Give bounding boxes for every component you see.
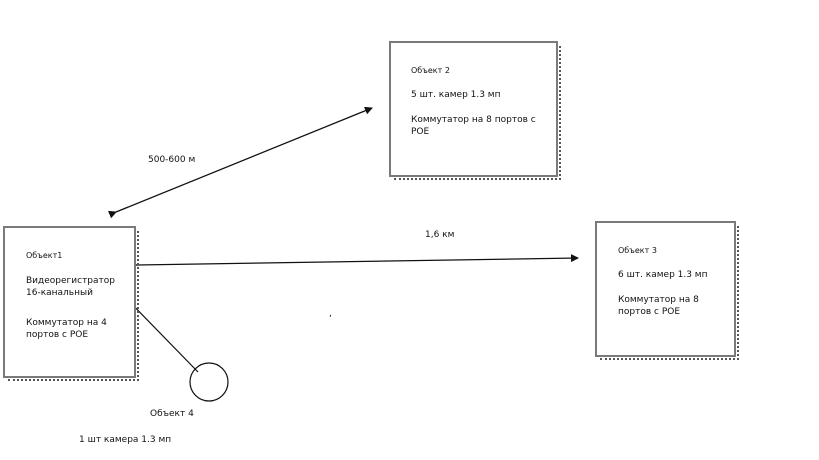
object-4-cameras: 1 шт камера 1.3 мп: [79, 435, 172, 445]
object-2-box: Объект 2 5 шт. камер 1.3 мп Коммутатор н…: [389, 41, 561, 180]
link-arrow-obj1-obj3: [129, 254, 579, 270]
object-3-switch: Коммутатор на 8 портов с РОЕ: [618, 295, 699, 317]
object-3-box: Объект 3 6 шт. камер 1.3 мп Коммутатор н…: [595, 221, 739, 360]
link-arrow-obj1-obj2: [108, 106, 373, 219]
object-2-title: Объект 2: [411, 66, 450, 75]
link-label-obj1-obj2: 500-600 м: [148, 155, 196, 165]
object-3-title: Объект 3: [618, 246, 657, 255]
link-label-obj1-obj3: 1,6 км: [425, 230, 455, 240]
object-4-title: Объект 4: [150, 409, 194, 419]
stray-mark: ,: [329, 309, 332, 319]
object-2-cameras: 5 шт. камер 1.3 мп: [411, 90, 501, 100]
object-1-recorder: Видеорегистратор 16-канальный: [26, 276, 115, 298]
object-4-node: [189, 362, 229, 402]
object-2-switch: Коммутатор на 8 портов с РОЕ: [411, 115, 536, 137]
object-1-box: Объект1 Видеорегистратор 16-канальный Ко…: [3, 226, 139, 381]
object-1-switch: Коммутатор на 4 портов с РОЕ: [26, 318, 107, 340]
object-3-cameras: 6 шт. камер 1.3 мп: [618, 270, 708, 280]
object-1-title: Объект1: [26, 251, 63, 260]
